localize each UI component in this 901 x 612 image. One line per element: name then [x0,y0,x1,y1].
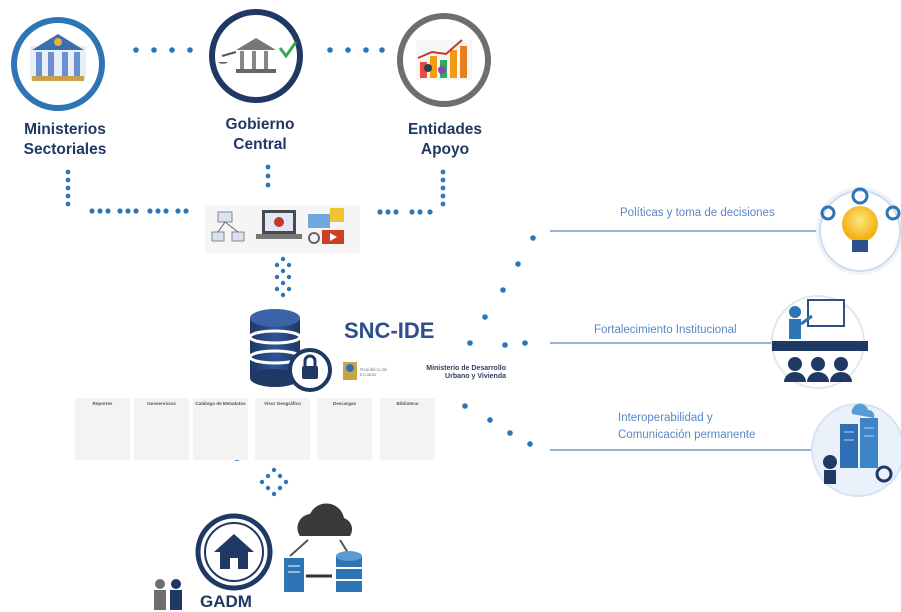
module-reportes: Reportes [75,398,130,460]
people-icon [154,579,182,610]
lightbulb-gears-icon [816,187,901,275]
label-interoperabilidad-line1: Interoperabilidad y [618,412,713,424]
label-gobierno: Gobierno Central [205,115,315,155]
center-title: SNC-IDE [344,318,435,343]
seal-text: República del Ecuador [360,367,388,377]
module-label: Geoservicios [147,401,176,406]
integration-icons [205,205,360,253]
ministry-building-icon [30,34,86,81]
connector-left-vertical [65,169,189,214]
home-icon [195,513,273,591]
right-lines [550,230,824,451]
teacher-board-icon [771,295,868,389]
label-entidades: Entidades Apoyo [390,120,500,160]
server-network-icon [811,403,901,497]
government-scales-icon [218,38,298,73]
module-catalogo: Catálogo de Metadatos [193,398,248,460]
ministry-line1: Ministerio de Desarrollo [426,365,506,372]
connector-cluster-lower [259,467,289,497]
laptop-icon [256,210,302,239]
module-label: Descargas [332,401,357,406]
label-entidades-line1: Entidades [407,121,483,138]
node-ministerios-sectoriales [11,17,105,111]
label-fortalecimiento: Fortalecimiento Institucional [594,324,737,336]
module-label: Visor Geográfico [264,401,301,406]
label-gobierno-line2: Central [233,136,287,153]
module-biblioteca: Biblioteca [380,398,435,460]
module-geoservicios: Geoservicios [134,398,189,460]
module-label: Reportes [92,401,113,406]
label-gadm: GADM [200,592,252,611]
label-ministerios: Ministerios Sectoriales [10,120,120,160]
database-icon [248,309,332,392]
connector-right-vertical [377,169,446,215]
node-entidades-apoyo [397,13,491,107]
ecuador-seal-icon [343,362,357,380]
label-entidades-line2: Apoyo [420,141,470,158]
cloud-server-icon [284,503,362,592]
connector-top-right [327,47,385,53]
ministry-name: Ministerio de Desarrollo Urbano y Vivien… [388,365,506,381]
label-ministerios-line2: Sectoriales [23,141,107,158]
label-interoperabilidad: Interoperabilidad y Comunicación permane… [618,410,755,444]
connector-right-fan [462,235,536,447]
module-label: Catálogo de Metadatos [195,401,246,406]
connector-center-vertical [265,164,271,188]
flowchart-icon [211,211,245,242]
ministry-line2: Urbano y Vivienda [445,373,506,380]
module-descargas: Descargas [317,398,372,460]
label-politicas: Políticas y toma de decisiones [620,207,775,219]
label-interoperabilidad-line2: Comunicación permanente [618,429,756,441]
media-icon [308,208,344,244]
statistics-chart-icon [416,39,472,80]
module-label: Biblioteca [396,401,419,406]
node-gobierno-central [209,9,303,103]
connector-cluster-upper [274,256,292,298]
label-ministerios-line1: Ministerios [24,121,106,138]
connector-top-left [133,47,193,53]
module-visor: Visor Geográfico [255,398,310,460]
label-gobierno-line1: Gobierno [225,116,295,133]
